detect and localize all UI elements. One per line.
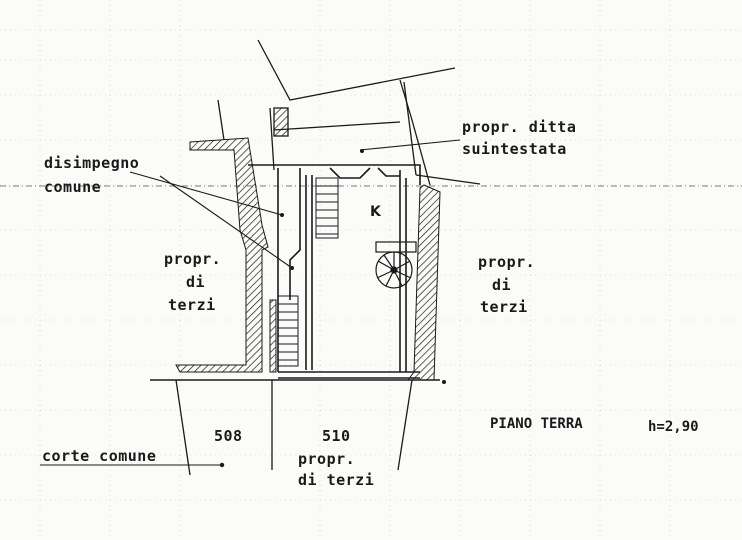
label-terzi-right-1: propr.: [478, 253, 535, 271]
label-corte-comune: corte comune: [42, 447, 156, 465]
label-height: h=2,90: [648, 419, 699, 435]
leader-dot-4: [360, 149, 364, 153]
label-terzi-left-1: propr.: [164, 250, 221, 268]
label-ditta: propr. ditta: [462, 118, 576, 136]
wall-middle-hatch: [269, 299, 277, 373]
unit-outline: [150, 164, 440, 381]
staircase-upper: [315, 177, 339, 239]
label-terzi-bottom-1: propr.: [298, 450, 355, 468]
label-terzi-left-3: terzi: [168, 296, 216, 314]
parcel-boundaries: [175, 99, 413, 476]
hatched-walls: [175, 137, 441, 381]
leader-dot-5: [442, 380, 446, 384]
label-disimpegno: disimpegno: [44, 154, 139, 172]
upper-building: [257, 39, 481, 186]
label-piano-terra: PIANO TERRA: [490, 416, 583, 432]
label-terzi-right-3: terzi: [480, 298, 528, 316]
label-terzi-right-2: di: [492, 276, 511, 294]
wall-left-hatch: [175, 137, 269, 373]
leader-lines: [40, 139, 461, 466]
staircase-lower: [277, 295, 299, 367]
label-ditta-suintestata: suintestata: [462, 140, 567, 158]
label-parcel-508: 508: [214, 427, 243, 445]
label-disimpegno-comune: comune: [44, 178, 101, 196]
wall-right-hatch: [407, 184, 441, 381]
leader-dot-2: [290, 266, 294, 270]
leader-dot-1: [280, 213, 284, 217]
leader-dot-3: [219, 462, 225, 468]
label-kitchen: K: [370, 204, 382, 220]
spiral-staircase-icon: [375, 241, 417, 289]
label-terzi-bottom-2: di terzi: [298, 471, 374, 489]
label-terzi-left-2: di: [186, 273, 205, 291]
label-parcel-510: 510: [322, 427, 351, 445]
